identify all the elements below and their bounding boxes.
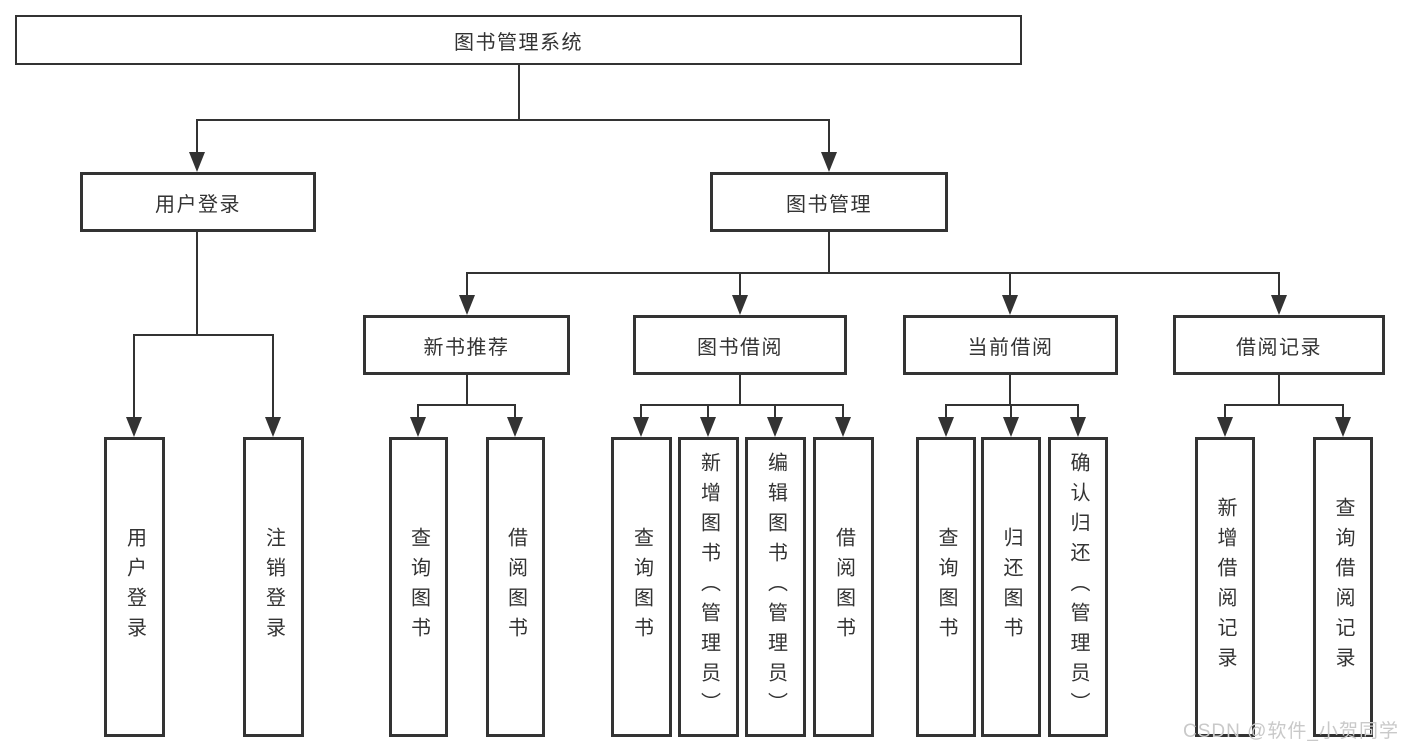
- leaf-borrow-book-recommend-label: 借阅图书: [504, 527, 527, 647]
- arrowhead-down-icon: [633, 417, 649, 437]
- node-book-management-label: 图书管理: [786, 193, 872, 216]
- arrowhead-down-icon: [1070, 417, 1086, 437]
- connector-line: [196, 119, 198, 153]
- csdn-watermark: CSDN @软件_小贺同学: [1183, 721, 1399, 742]
- leaf-logout-label: 注销登录: [262, 527, 285, 647]
- leaf-query-book-current: 查询图书: [916, 437, 976, 737]
- leaf-query-borrow-record-label: 查询借阅记录: [1332, 497, 1354, 677]
- node-new-book-recommend-label: 新书推荐: [423, 336, 510, 359]
- arrowhead-down-icon: [189, 152, 205, 172]
- connector-line: [1224, 404, 1226, 419]
- connector-line: [466, 375, 468, 406]
- leaf-confirm-return-admin: 确认归还（管理员）: [1048, 437, 1108, 737]
- connector-line: [842, 404, 844, 419]
- node-user-login-label: 用户登录: [155, 193, 241, 216]
- node-borrow-records-label: 借阅记录: [1236, 336, 1322, 359]
- arrowhead-down-icon: [126, 417, 142, 437]
- connector-line: [828, 119, 830, 153]
- connector-line: [828, 232, 830, 274]
- arrowhead-down-icon: [1335, 417, 1351, 437]
- connector-line: [518, 64, 520, 121]
- arrowhead-down-icon: [1271, 295, 1287, 315]
- connector-line: [133, 334, 135, 418]
- connector-line: [945, 404, 947, 419]
- leaf-edit-book-admin-label: 编辑图书（管理员）: [764, 452, 787, 722]
- node-root: 图书管理系统: [15, 15, 1022, 65]
- arrowhead-down-icon: [938, 417, 954, 437]
- leaf-query-book-borrow-label: 查询图书: [630, 527, 653, 647]
- leaf-return-book-label: 归还图书: [1000, 527, 1022, 647]
- leaf-confirm-return-admin-label: 确认归还（管理员）: [1067, 452, 1089, 722]
- arrowhead-down-icon: [1002, 295, 1018, 315]
- arrowhead-down-icon: [1003, 417, 1019, 437]
- connector-line: [514, 404, 516, 419]
- node-new-book-recommend: 新书推荐: [363, 315, 570, 375]
- connector-line: [1278, 375, 1280, 406]
- leaf-add-book-admin: 新增图书（管理员）: [678, 437, 739, 737]
- arrowhead-down-icon: [732, 295, 748, 315]
- connector-line: [196, 119, 830, 121]
- arrowhead-down-icon: [835, 417, 851, 437]
- node-book-borrow-label: 图书借阅: [697, 336, 783, 359]
- leaf-user-login: 用户登录: [104, 437, 165, 737]
- connector-line: [1010, 404, 1012, 419]
- node-book-borrow: 图书借阅: [633, 315, 847, 375]
- connector-line: [417, 404, 516, 406]
- leaf-user-login-label: 用户登录: [123, 527, 146, 647]
- leaf-borrow-book-borrow: 借阅图书: [813, 437, 874, 737]
- leaf-add-book-admin-label: 新增图书（管理员）: [697, 452, 720, 722]
- leaf-add-borrow-record: 新增借阅记录: [1195, 437, 1255, 737]
- connector-line: [133, 334, 274, 336]
- connector-line: [640, 404, 642, 419]
- connector-line: [707, 404, 709, 419]
- node-root-label: 图书管理系统: [454, 31, 583, 54]
- arrowhead-down-icon: [507, 417, 523, 437]
- connector-line: [739, 375, 741, 406]
- node-user-login: 用户登录: [80, 172, 316, 232]
- connector-line: [466, 272, 1280, 274]
- leaf-query-book-borrow: 查询图书: [611, 437, 672, 737]
- arrowhead-down-icon: [1217, 417, 1233, 437]
- leaf-edit-book-admin: 编辑图书（管理员）: [745, 437, 806, 737]
- connector-line: [466, 272, 468, 296]
- connector-line: [774, 404, 776, 419]
- connector-line: [272, 334, 274, 418]
- arrowhead-down-icon: [459, 295, 475, 315]
- connector-line: [417, 404, 419, 419]
- connector-line: [1224, 404, 1344, 406]
- connector-line: [1009, 272, 1011, 296]
- connector-line: [640, 404, 843, 406]
- connector-line: [1009, 375, 1011, 406]
- arrowhead-down-icon: [700, 417, 716, 437]
- connector-line: [1278, 272, 1280, 296]
- arrowhead-down-icon: [821, 152, 837, 172]
- leaf-query-borrow-record: 查询借阅记录: [1313, 437, 1373, 737]
- leaf-logout: 注销登录: [243, 437, 304, 737]
- leaf-add-borrow-record-label: 新增借阅记录: [1214, 497, 1236, 677]
- node-current-borrow-label: 当前借阅: [967, 336, 1054, 359]
- arrowhead-down-icon: [265, 417, 281, 437]
- leaf-query-book-current-label: 查询图书: [935, 527, 957, 647]
- leaf-query-book-recommend-label: 查询图书: [407, 527, 430, 647]
- arrowhead-down-icon: [767, 417, 783, 437]
- connector-line: [196, 232, 198, 336]
- connector-line: [739, 272, 741, 296]
- leaf-return-book: 归还图书: [981, 437, 1041, 737]
- node-borrow-records: 借阅记录: [1173, 315, 1385, 375]
- connector-line: [1342, 404, 1344, 419]
- leaf-query-book-recommend: 查询图书: [389, 437, 448, 737]
- connector-line: [1077, 404, 1079, 419]
- arrowhead-down-icon: [410, 417, 426, 437]
- leaf-borrow-book-recommend: 借阅图书: [486, 437, 545, 737]
- leaf-borrow-book-borrow-label: 借阅图书: [832, 527, 855, 647]
- node-current-borrow: 当前借阅: [903, 315, 1118, 375]
- node-book-management: 图书管理: [710, 172, 948, 232]
